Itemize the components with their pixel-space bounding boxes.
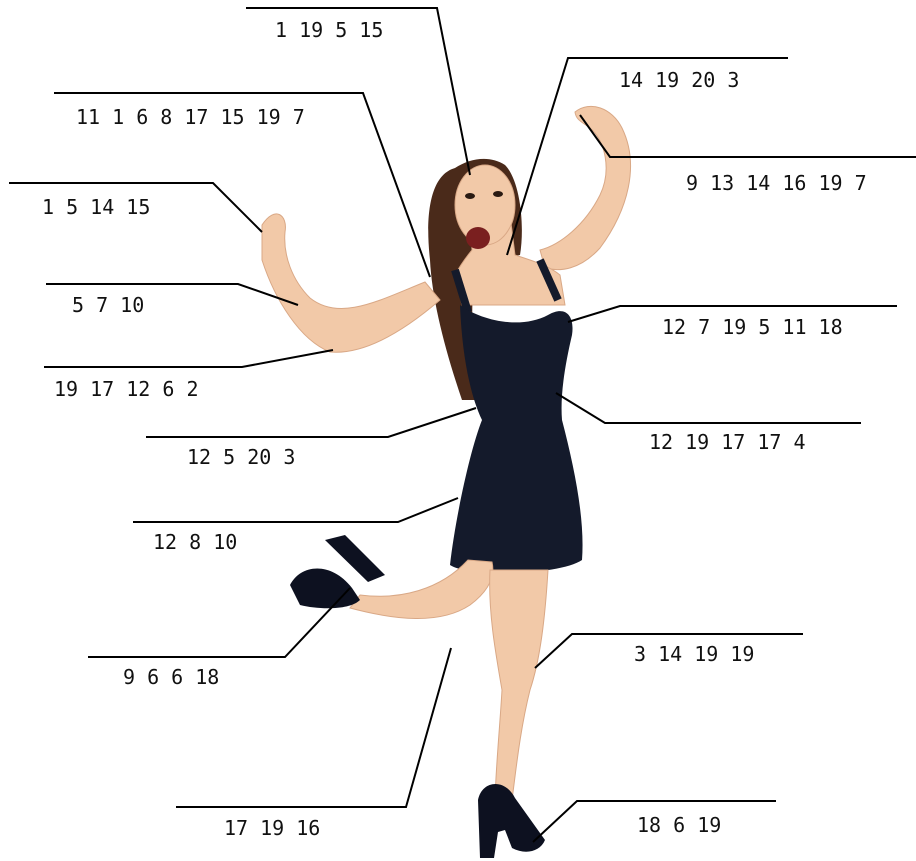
leader-l11 xyxy=(133,498,458,522)
leader-l09 xyxy=(556,393,861,423)
leader-l08 xyxy=(44,350,333,367)
label-5-7-10: 5 7 10 xyxy=(72,293,144,317)
leader-l10 xyxy=(146,408,476,437)
label-12-7-19-5-11-18: 12 7 19 5 11 18 xyxy=(662,315,843,339)
labels: 1 19 5 15 14 19 20 3 11 1 6 8 17 15 19 7… xyxy=(42,18,867,840)
leader-l04 xyxy=(580,115,916,157)
label-18-6-19: 18 6 19 xyxy=(637,813,721,837)
leader-lines xyxy=(9,8,916,842)
label-11-1-6-8-17-15-19-7: 11 1 6 8 17 15 19 7 xyxy=(76,105,305,129)
label-14-19-20-3: 14 19 20 3 xyxy=(619,68,739,92)
label-1-5-14-15: 1 5 14 15 xyxy=(42,195,150,219)
label-9-13-14-16-19-7: 9 13 14 16 19 7 xyxy=(686,171,867,195)
label-3-14-19-19: 3 14 19 19 xyxy=(634,642,754,666)
label-12-19-17-17-4: 12 19 17 17 4 xyxy=(649,430,806,454)
label-12-8-10: 12 8 10 xyxy=(153,530,237,554)
label-17-19-16: 17 19 16 xyxy=(224,816,320,840)
label-19-17-12-6-2: 19 17 12 6 2 xyxy=(54,377,199,401)
label-9-6-6-18: 9 6 6 18 xyxy=(123,665,219,689)
figure-illustration xyxy=(262,106,631,858)
label-12-5-20-3: 12 5 20 3 xyxy=(187,445,295,469)
label-1-19-5-15: 1 19 5 15 xyxy=(275,18,383,42)
